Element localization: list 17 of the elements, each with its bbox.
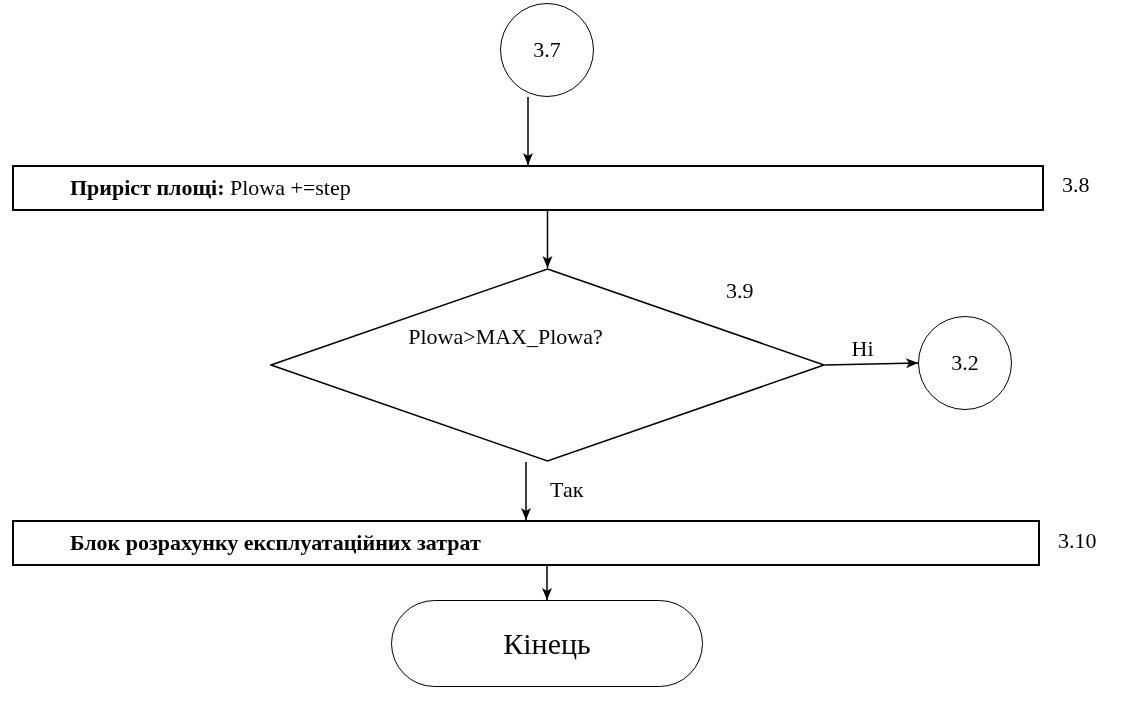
step-number: 3.9 (726, 278, 754, 304)
node-text: Кінець (503, 626, 591, 661)
process-box (12, 165, 1044, 211)
arrow (521, 461, 531, 521)
arrow (523, 96, 533, 166)
node-text: Приріст площі: Plowa +=step (70, 175, 351, 201)
step-number: 3.10 (1058, 528, 1097, 554)
node-text: Plowa>MAX_Plowa? (408, 324, 603, 350)
arrow (542, 210, 553, 269)
arrow (824, 358, 919, 369)
step-number: 3.8 (1062, 172, 1090, 198)
node-text: 3.2 (951, 350, 979, 376)
decision-diamond (270, 268, 825, 462)
node-text: Блок розрахунку експлуатаційних затрат (70, 530, 481, 556)
arrow (542, 565, 552, 601)
process-box (12, 520, 1040, 566)
node-text: 3.7 (533, 37, 561, 63)
